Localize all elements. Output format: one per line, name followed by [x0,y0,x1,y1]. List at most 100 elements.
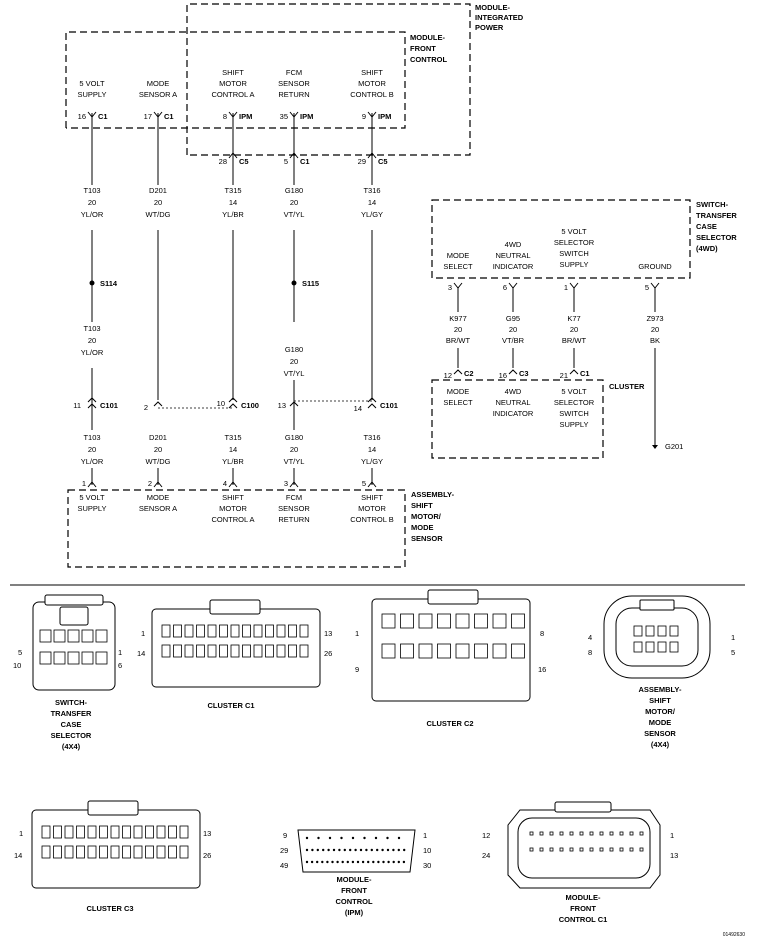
connector-pin [39,651,52,665]
module-front-control-label: MODULE- FRONT CONTROL [410,33,447,64]
connector-pin [156,845,166,859]
connector-pin [336,860,339,864]
connector-pin [639,831,644,836]
svg-text:C5: C5 [239,157,249,166]
svg-text:5: 5 [284,157,288,166]
connector-pin [609,831,614,836]
connector-pin [619,847,624,852]
svg-text:30: 30 [423,861,431,870]
connector-pin [343,848,346,852]
connector-pin [145,825,154,839]
svg-text:IPM: IPM [300,112,313,121]
svg-text:C2: C2 [464,369,474,378]
connector-pin [122,845,131,859]
svg-text:24: 24 [482,851,490,860]
connector-pin [99,845,108,859]
connector-pin [338,848,341,852]
connector-pin [397,860,400,864]
connector-pin [392,860,395,864]
connector-pin [559,847,564,852]
cluster-label: CLUSTER [609,382,645,391]
svg-text:3: 3 [448,283,452,292]
svg-text:13: 13 [203,829,211,838]
svg-text:12: 12 [444,371,452,380]
svg-text:9: 9 [362,112,366,121]
connector-pin [276,624,286,638]
module-integrated-power-box [186,3,471,156]
svg-text:29: 29 [358,157,366,166]
connector-pin [53,629,66,643]
svg-text:28: 28 [219,157,227,166]
connector-pin [332,848,336,852]
connector-pin [305,860,309,864]
svg-text:1: 1 [355,629,359,638]
svg-text:29: 29 [280,846,288,855]
connector-pin [511,613,525,629]
connector-pin [492,613,507,629]
svg-text:1: 1 [141,629,145,638]
connector-pin [579,831,584,836]
svg-text:13: 13 [324,629,332,638]
connector-pin [316,860,319,864]
connector-pin [331,860,334,864]
svg-text:35: 35 [280,112,288,121]
connector-pin [455,643,470,659]
connector-pin [230,644,240,658]
connector-pin [645,641,655,653]
svg-text:IPM: IPM [239,112,252,121]
connector-pin [230,624,240,638]
connector-pin [437,643,451,659]
svg-text:5: 5 [731,648,735,657]
connector-pin [76,825,85,839]
svg-text:26: 26 [324,649,332,658]
connector-pin [492,643,507,659]
connector-pin [387,860,390,864]
svg-text:CLUSTER C3: CLUSTER C3 [86,904,133,913]
svg-text:GROUND: GROUND [638,262,672,271]
svg-text:16: 16 [78,112,86,121]
connector-pin [633,641,643,653]
connector-pin [669,641,679,653]
connector-pin [400,643,414,659]
svg-text:10: 10 [423,846,431,855]
connector-pin [367,860,370,864]
svg-text:12: 12 [482,831,490,840]
connector-pin [173,624,182,638]
connector-pin [633,625,643,637]
connector-pin [381,848,384,852]
svg-text:4: 4 [223,479,227,488]
connector-pin [639,847,644,852]
footer-code: 01492630 [723,932,745,938]
svg-text:2: 2 [148,479,152,488]
connector-pin [589,847,594,852]
splice-s114-label: S114 [100,279,118,288]
svg-text:C1: C1 [300,157,310,166]
svg-text:CLUSTER C1: CLUSTER C1 [207,701,254,710]
connector-pin [207,644,217,658]
connector-pin [87,825,97,839]
connector-pin [81,629,94,643]
connector-pin [376,848,379,852]
connector-pin [397,848,400,852]
svg-text:C5: C5 [378,157,388,166]
connector-pin [196,644,205,658]
connector-pin [305,848,309,852]
connector-pin [341,860,344,864]
